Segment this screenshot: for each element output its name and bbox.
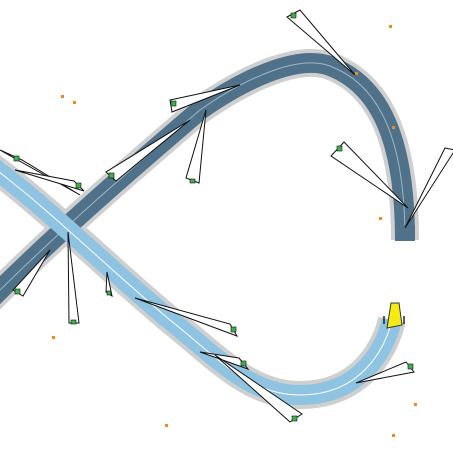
orange-dot-icon [414, 403, 417, 406]
orange-dots [52, 25, 417, 437]
orange-dot-icon [165, 424, 168, 427]
track-end-block [395, 225, 415, 241]
marker-green-icon [290, 12, 297, 19]
marker-green-icon [291, 415, 298, 422]
sensor-markers [13, 12, 414, 422]
orange-dot-icon [61, 95, 64, 98]
marker-green-icon [13, 155, 20, 162]
orange-dot-icon [52, 336, 55, 339]
orange-dot-icon [392, 126, 395, 129]
marker-green-icon [407, 363, 414, 370]
marker-green-icon [70, 319, 77, 325]
track-light [0, 160, 402, 405]
orange-dot-icon [355, 72, 358, 75]
track-dark-centerline [0, 62, 406, 291]
marker-green-icon [170, 100, 177, 107]
orange-dot-icon [389, 25, 392, 28]
cone-marker-icon [404, 147, 453, 229]
marker-green-icon [106, 290, 112, 296]
marker-green-icon [240, 360, 247, 367]
marker-green-icon [336, 145, 343, 152]
marker-green-icon [108, 172, 115, 179]
marker-green-icon [189, 178, 196, 184]
cone-markers [0, 9, 453, 423]
marker-green-icon [75, 182, 82, 189]
vehicle[interactable] [383, 302, 405, 329]
track-light-centerline [0, 172, 393, 396]
orange-dot-icon [379, 217, 382, 220]
orange-dot-icon [73, 101, 76, 104]
vehicle-icon [386, 302, 403, 329]
orange-dot-icon [392, 434, 395, 437]
marker-green-icon [230, 326, 237, 333]
marker-green-icon [14, 288, 21, 295]
